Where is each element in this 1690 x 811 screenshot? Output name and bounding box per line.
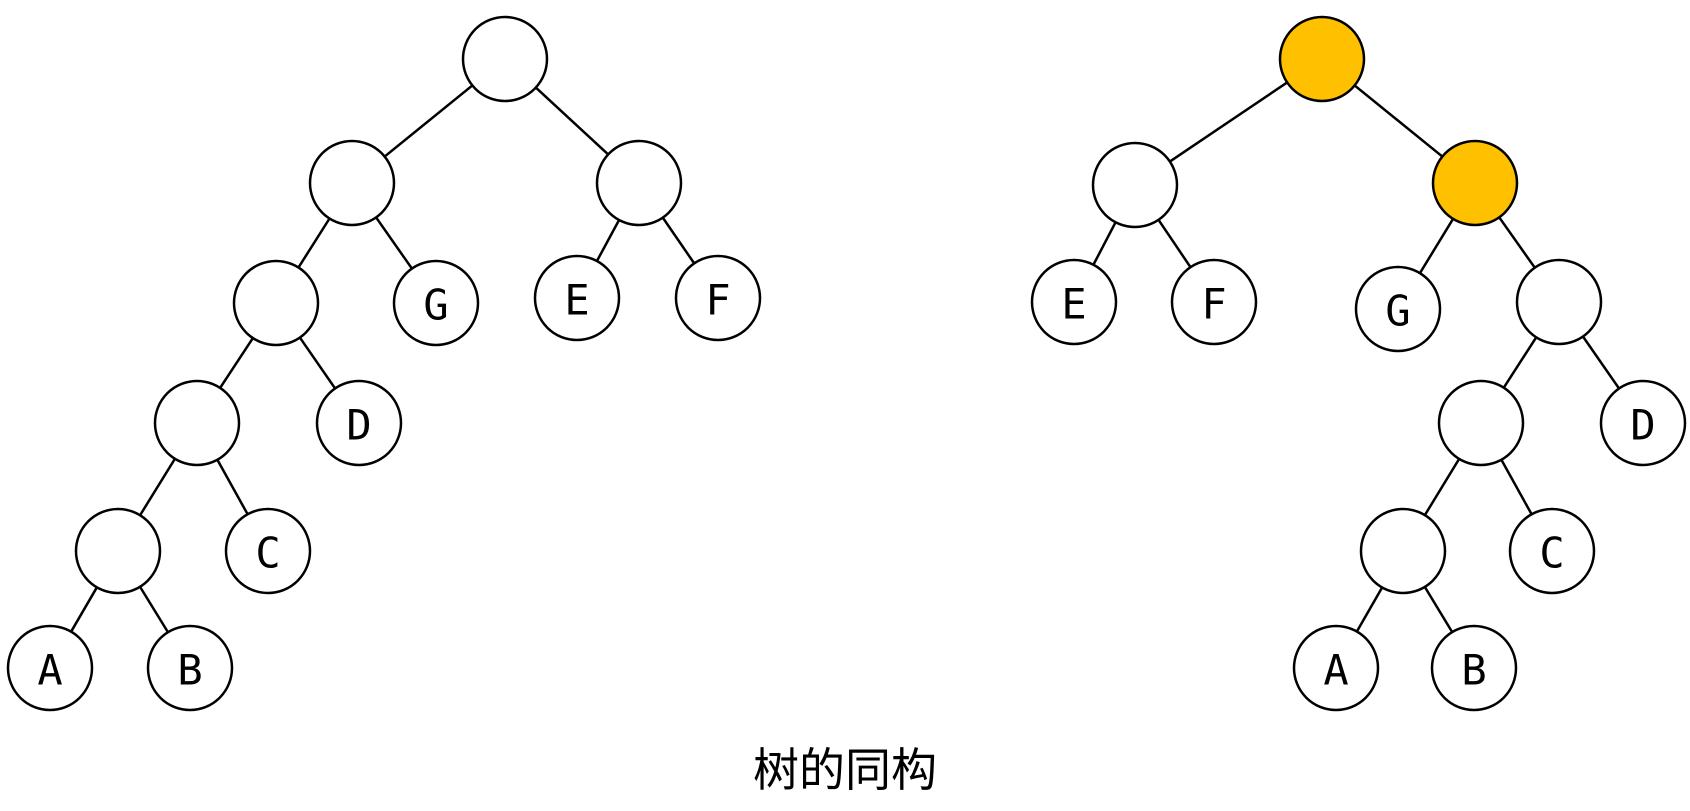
left-tree-edge-n3-D (298, 336, 337, 390)
left-tree-node-n3 (232, 259, 320, 347)
node-label: A (37, 646, 62, 695)
node-circle (1091, 141, 1179, 229)
right-tree-node-C: C (1508, 507, 1596, 595)
node-circle (1170, 258, 1258, 346)
node-circle (595, 139, 683, 227)
node-label: A (1323, 646, 1348, 695)
node-label: F (1201, 280, 1226, 329)
left-tree-edge-n5-A (70, 586, 98, 633)
highlighted-node-circle (1278, 15, 1366, 103)
left-tree-edge-n1-G (375, 216, 413, 270)
right-tree-node-n3 (1515, 258, 1603, 346)
node-circle (153, 379, 241, 467)
left-tree-edge-n4-n5 (138, 458, 177, 516)
left-tree-node-n4 (153, 379, 241, 467)
node-circle (1292, 624, 1380, 712)
right-tree-node-D: D (1599, 379, 1687, 467)
left-tree-node-B: B (146, 624, 234, 712)
node-circle (533, 254, 621, 342)
node-label: G (1385, 287, 1410, 336)
highlighted-node-circle (1431, 139, 1519, 227)
left-tree-edge-n5-B (138, 586, 170, 633)
left-tree-node-F: F (674, 254, 762, 342)
right-tree-node-E: E (1030, 258, 1118, 346)
node-circle (74, 507, 162, 595)
right-tree-node-B: B (1430, 624, 1518, 712)
right-tree-edge-n1-E (1092, 221, 1117, 266)
right-tree-edge-n3-n4 (1502, 336, 1538, 389)
left-tree-edge-r-n2 (534, 86, 610, 156)
node-circle (461, 15, 549, 103)
node-label: B (1461, 646, 1486, 695)
right-tree-node-n2 (1431, 139, 1519, 227)
right-tree-node-n4 (1437, 379, 1525, 467)
right-tree-edge-n4-C (1500, 459, 1533, 515)
left-tree-node-n1 (308, 139, 396, 227)
node-circle (6, 624, 94, 712)
right-tree-node-G: G (1354, 265, 1442, 353)
right-tree-edge-n5-A (1355, 586, 1384, 633)
node-label: C (255, 529, 280, 578)
left-tree-node-n5 (74, 507, 162, 595)
left-tree-edge-n3-n4 (219, 337, 254, 389)
left-tree-edge-n4-C (216, 459, 249, 515)
right-tree-node-n1 (1091, 141, 1179, 229)
left-tree-node-G: G (392, 259, 480, 347)
node-circle (392, 259, 480, 347)
right-tree-edge-n1-F (1157, 219, 1192, 268)
node-circle (315, 379, 403, 467)
right-tree-node-F: F (1170, 258, 1258, 346)
node-circle (232, 259, 320, 347)
node-circle (1515, 258, 1603, 346)
right-tree-edge-n2-n3 (1498, 216, 1536, 269)
node-circle (674, 254, 762, 342)
node-circle (1437, 379, 1525, 467)
node-label: G (423, 281, 448, 330)
left-tree-node-A: A (6, 624, 94, 712)
caption: 树的同构 (753, 743, 937, 797)
left-tree-edge-n2-F (661, 216, 696, 265)
node-circle (1430, 624, 1518, 712)
node-label: C (1539, 529, 1564, 578)
right-tree-edge-r-n1 (1169, 81, 1288, 163)
node-circle (1359, 507, 1447, 595)
right-tree-edge-n5-B (1423, 586, 1454, 633)
node-circle (308, 139, 396, 227)
right-tree-edge-n3-D (1581, 335, 1621, 390)
node-label: B (177, 646, 202, 695)
left-tree-edge-r-n1 (383, 84, 474, 158)
node-label: E (564, 276, 589, 325)
nodes-layer: G E F D C A B E F G D C A B (6, 15, 1687, 712)
left-tree-node-E: E (533, 254, 621, 342)
node-circle (1508, 507, 1596, 595)
node-circle (224, 507, 312, 595)
right-tree-edge-r-n2 (1353, 84, 1444, 158)
node-circle (146, 624, 234, 712)
left-tree-node-n2 (595, 139, 683, 227)
right-tree-edge-n4-n5 (1423, 458, 1461, 516)
left-tree-edge-n2-E (595, 219, 621, 262)
left-tree-node-C: C (224, 507, 312, 595)
node-label: F (705, 276, 730, 325)
right-tree-node-A: A (1292, 624, 1380, 712)
right-tree-node-n5 (1359, 507, 1447, 595)
node-circle (1354, 265, 1442, 353)
right-tree-node-r (1278, 15, 1366, 103)
node-circle (1599, 379, 1687, 467)
left-tree-node-D: D (315, 379, 403, 467)
node-circle (1030, 258, 1118, 346)
node-label: D (346, 401, 371, 450)
left-tree-node-r (461, 15, 549, 103)
node-label: E (1061, 280, 1086, 329)
left-tree-edge-n1-n3 (297, 217, 331, 269)
node-label: D (1630, 401, 1655, 450)
right-tree-edge-n2-G (1418, 218, 1455, 274)
edges-layer (70, 81, 1621, 633)
